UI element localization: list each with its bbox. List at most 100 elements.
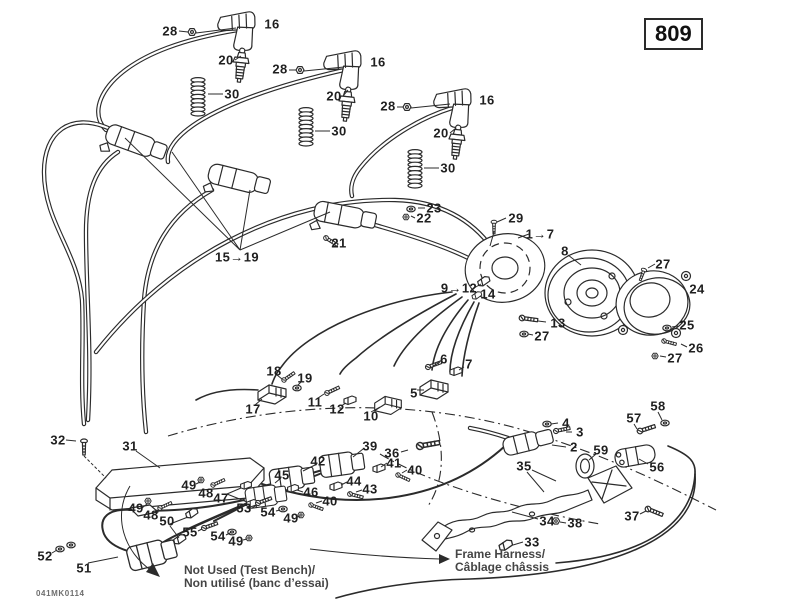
callout-label: 49 bbox=[181, 477, 197, 493]
callout-label: 42 bbox=[310, 453, 326, 469]
callout-label: 12 bbox=[329, 401, 345, 417]
callout-label: 1→7 bbox=[525, 226, 555, 242]
callout-label: 47 bbox=[213, 490, 229, 506]
callout-label: 49 bbox=[128, 500, 144, 516]
terminal-44 bbox=[329, 481, 343, 492]
callout-label: 56 bbox=[649, 459, 665, 475]
callout-label: 54 bbox=[260, 504, 276, 520]
callout-label: 40 bbox=[407, 462, 423, 478]
callout-label: 26 bbox=[688, 340, 704, 356]
callout-label: 3 bbox=[576, 424, 584, 440]
nut-49d bbox=[245, 534, 253, 542]
washer-52b bbox=[66, 541, 76, 549]
flywheel-screw-13 bbox=[518, 314, 539, 324]
connector-17 bbox=[257, 384, 287, 405]
callout-label: 50 bbox=[159, 513, 175, 529]
callout-label: 49 bbox=[228, 533, 244, 549]
screw-11 bbox=[323, 384, 341, 397]
callout-label: 8 bbox=[561, 243, 569, 259]
nut-27-bottom bbox=[651, 352, 659, 360]
washer-23 bbox=[406, 205, 416, 213]
washer-58 bbox=[660, 419, 670, 427]
callout-label: 41 bbox=[386, 455, 402, 471]
callout-label: 30 bbox=[331, 123, 347, 139]
washer-19 bbox=[292, 384, 302, 392]
callout-label: 48 bbox=[143, 507, 159, 523]
callout-label: 19 bbox=[297, 370, 313, 386]
callout-label: 59 bbox=[593, 442, 609, 458]
not-used-note: Not Used (Test Bench)/ Non utilisé (banc… bbox=[184, 563, 329, 591]
callout-label: 5 bbox=[410, 385, 418, 401]
right-side-parts bbox=[467, 419, 670, 479]
callout-label: 9→12 bbox=[440, 280, 478, 296]
callout-label: 58 bbox=[650, 398, 666, 414]
callout-label: 29 bbox=[508, 210, 524, 226]
bolt-37 bbox=[643, 504, 665, 519]
callout-label: 25 bbox=[679, 317, 695, 333]
nut-49b bbox=[144, 497, 152, 505]
callout-label: 38 bbox=[567, 515, 583, 531]
frame-harness-wires bbox=[335, 445, 696, 599]
washer-27-mid bbox=[519, 330, 529, 338]
callout-label: 16 bbox=[479, 92, 495, 108]
doc-code: 041MK0114 bbox=[36, 589, 85, 598]
washer-4 bbox=[542, 420, 552, 428]
callout-label: 4 bbox=[562, 415, 570, 431]
screw-40b bbox=[307, 501, 325, 512]
screw-18 bbox=[280, 370, 297, 384]
not-used-note-line1: Not Used (Test Bench)/ bbox=[184, 563, 316, 577]
screw-36 bbox=[415, 438, 441, 451]
engine-outline-dashed bbox=[167, 407, 717, 525]
callout-label: 2 bbox=[570, 439, 578, 455]
callout-label: 52 bbox=[37, 548, 53, 564]
screw-43 bbox=[346, 490, 365, 501]
callout-label: 31 bbox=[122, 438, 138, 454]
callout-label: 33 bbox=[524, 534, 540, 550]
washer-52a bbox=[55, 545, 65, 553]
stator-bolt-29 bbox=[490, 219, 498, 235]
callout-label: 44 bbox=[346, 473, 362, 489]
callout-label: 27 bbox=[655, 256, 671, 272]
flywheel bbox=[518, 249, 640, 338]
callout-label: 22 bbox=[416, 210, 432, 226]
callout-label: 36 bbox=[384, 445, 400, 461]
cover-bolt-26 bbox=[660, 337, 678, 347]
callout-label: 28 bbox=[272, 61, 288, 77]
callout-label: 21 bbox=[331, 235, 347, 251]
frame-harness-arrowhead bbox=[439, 554, 450, 564]
nut-22 bbox=[402, 213, 410, 221]
callout-label: 7 bbox=[465, 356, 473, 372]
nut-49a bbox=[197, 476, 205, 484]
callout-label: 6 bbox=[440, 351, 448, 367]
frame-harness-note-line2: Câblage châssis bbox=[455, 560, 550, 575]
callout-label: 28 bbox=[380, 98, 396, 114]
callout-label: 28 bbox=[162, 23, 178, 39]
callout-label: 55 bbox=[182, 524, 198, 540]
callout-label: 18 bbox=[266, 363, 282, 379]
callout-label: 27 bbox=[534, 328, 550, 344]
callout-label: 34 bbox=[539, 513, 555, 529]
callout-label: 51 bbox=[76, 560, 92, 576]
not-used-note-line2: Non utilisé (banc d’essai) bbox=[184, 576, 329, 591]
callout-label: 24 bbox=[689, 281, 705, 297]
callout-label: 27 bbox=[667, 350, 683, 366]
connector-10 bbox=[374, 395, 402, 416]
frame-harness-note: Frame Harness/ Câblage châssis bbox=[455, 547, 550, 575]
callout-label: 15→19 bbox=[215, 249, 259, 265]
callout-label: 49 bbox=[283, 510, 299, 526]
callout-label: 40 bbox=[322, 493, 338, 509]
callout-label: 30 bbox=[440, 160, 456, 176]
callout-label: 39 bbox=[362, 438, 378, 454]
callout-label: 23 bbox=[426, 200, 442, 216]
ecu-screw-32 bbox=[79, 438, 89, 456]
callout-label: 13 bbox=[550, 315, 566, 331]
callout-label: 35 bbox=[516, 458, 532, 474]
callout-label: 53 bbox=[236, 500, 252, 516]
engine-badge: 809 bbox=[644, 18, 703, 50]
ecu-box bbox=[79, 438, 265, 517]
callout-label: 46 bbox=[303, 484, 319, 500]
callout-label: 20 bbox=[326, 88, 342, 104]
note-arrows bbox=[121, 485, 450, 577]
